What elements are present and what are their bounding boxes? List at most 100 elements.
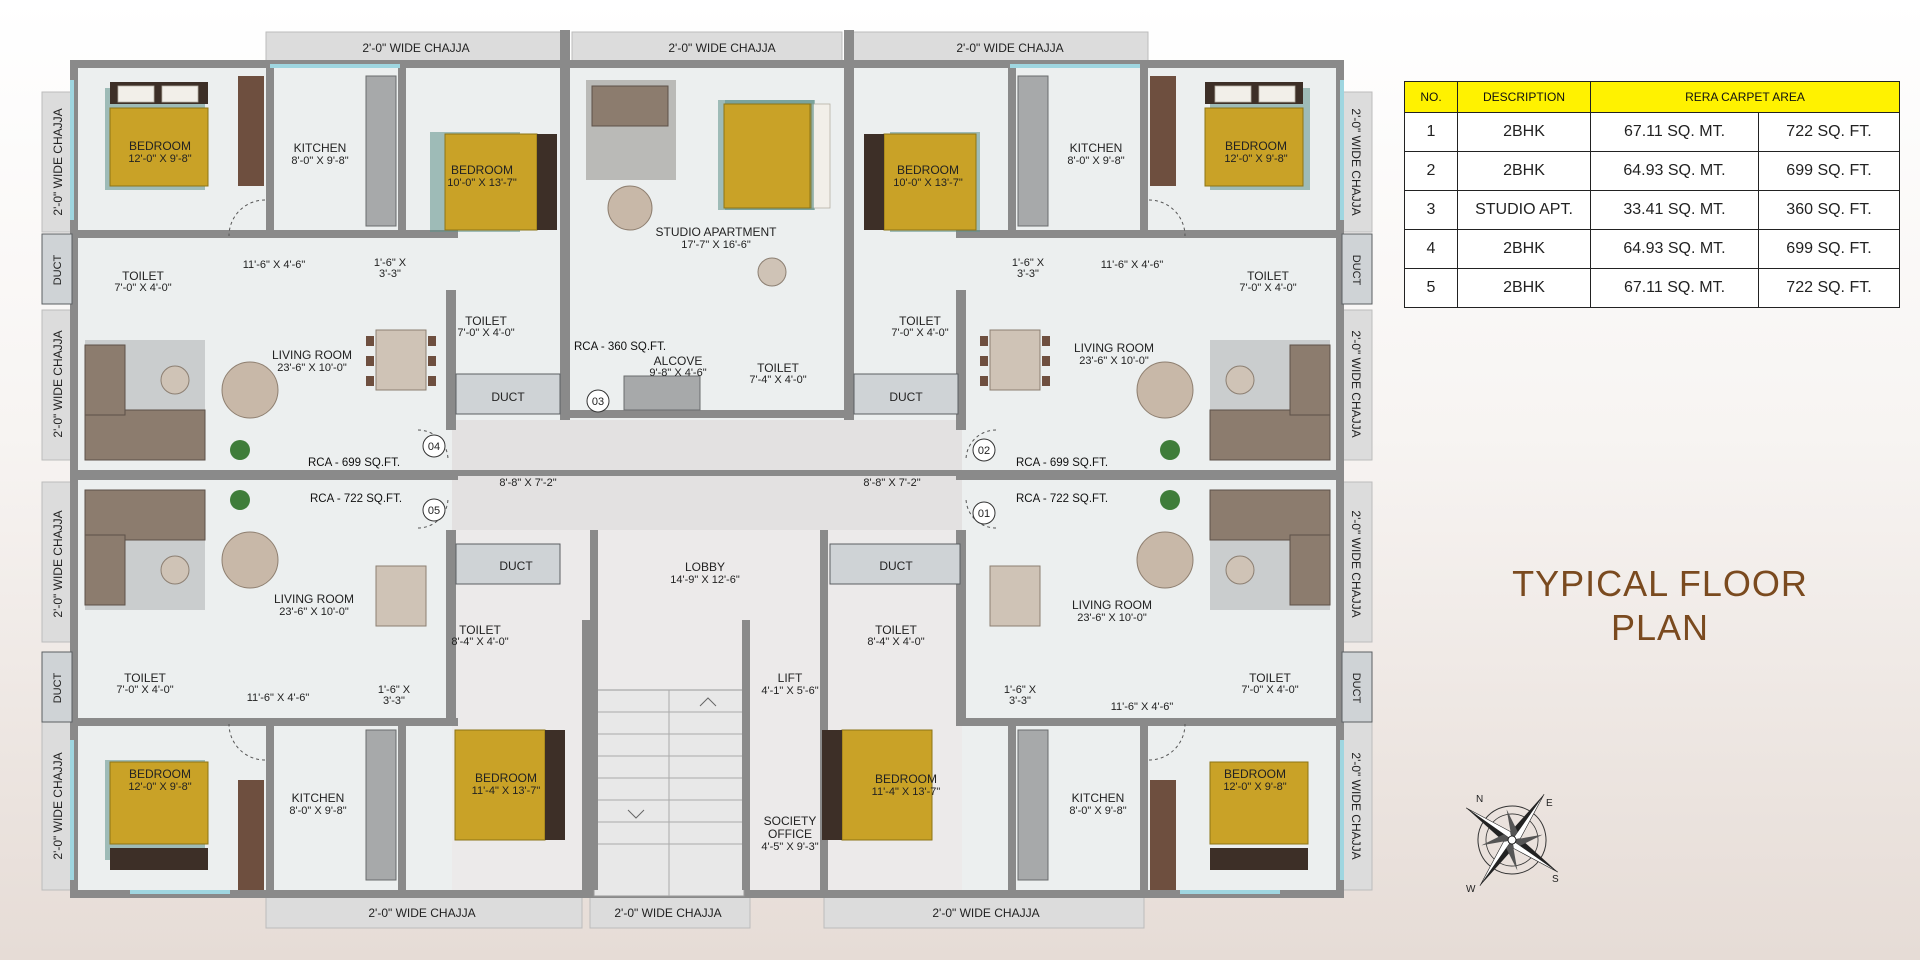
col-header-no: NO. bbox=[1404, 81, 1458, 113]
small-dim: 3'-3" bbox=[383, 695, 405, 707]
bedroom-dim: 12'-0" X 9'-8" bbox=[1223, 781, 1286, 793]
toilet-label: TOILET bbox=[757, 361, 799, 375]
unit-number: 04 bbox=[428, 441, 440, 453]
toilet-dim: 7'-0" X 4'-0" bbox=[457, 327, 514, 339]
unit-number: 03 bbox=[592, 396, 604, 408]
toilet-label: TOILET bbox=[899, 314, 941, 328]
cell-area-sqft: 722 SQ. FT. bbox=[1757, 112, 1901, 152]
stair-dim: 8'-8" X 7'-2" bbox=[499, 477, 556, 489]
chajja-label: 2'-0" WIDE CHAJJA bbox=[51, 330, 65, 437]
rca-label: RCA - 360 SQ.FT. bbox=[574, 341, 666, 353]
table-row: 4 2BHK 64.93 SQ. MT. 699 SQ. FT. bbox=[1404, 229, 1901, 269]
chajja-label: 2'-0" WIDE CHAJJA bbox=[1349, 330, 1363, 437]
cell-area-sqmt: 67.11 SQ. MT. bbox=[1590, 112, 1759, 152]
unit-number: 05 bbox=[428, 505, 440, 517]
col-header-description: DESCRIPTION bbox=[1457, 81, 1591, 113]
passage-dim: 11'-6" X 4'-6" bbox=[1101, 259, 1164, 271]
rca-label: RCA - 699 SQ.FT. bbox=[1016, 457, 1108, 469]
kitchen-label: KITCHEN bbox=[1070, 141, 1123, 155]
bedroom-dim: 11'-4" X 13'-7" bbox=[872, 786, 941, 798]
cell-area-sqmt: 67.11 SQ. MT. bbox=[1590, 268, 1759, 308]
cell-area-sqmt: 64.93 SQ. MT. bbox=[1590, 151, 1759, 191]
chajja-label: 2'-0" WIDE CHAJJA bbox=[1349, 510, 1363, 617]
chajja-label: 2'-0" WIDE CHAJJA bbox=[668, 41, 775, 55]
chajja-label: 2'-0" WIDE CHAJJA bbox=[614, 906, 721, 920]
bedroom-label: BEDROOM bbox=[875, 772, 937, 786]
kitchen-dim: 8'-0" X 9'-8" bbox=[1069, 805, 1126, 817]
toilet-label: TOILET bbox=[459, 623, 501, 637]
office-dim: 4'-5" X 9'-3" bbox=[761, 841, 818, 853]
internal-walls bbox=[78, 30, 1336, 890]
windows bbox=[70, 64, 1344, 894]
table-row: 3 STUDIO APT. 33.41 SQ. MT. 360 SQ. FT. bbox=[1404, 190, 1901, 230]
society-label: SOCIETY bbox=[764, 814, 817, 828]
kitchen-label: KITCHEN bbox=[292, 791, 345, 805]
duct-label: DUCT bbox=[491, 390, 525, 404]
chajja-label: 2'-0" WIDE CHAJJA bbox=[368, 906, 475, 920]
compass-e: E bbox=[1546, 798, 1553, 809]
rca-label: RCA - 699 SQ.FT. bbox=[308, 457, 400, 469]
passage-dim: 11'-6" X 4'-6" bbox=[1111, 701, 1174, 713]
toilet-dim: 7'-0" X 4'-0" bbox=[1239, 282, 1296, 294]
bedroom-label: BEDROOM bbox=[451, 163, 513, 177]
living-dim: 23'-6" X 10'-0" bbox=[1077, 612, 1147, 624]
door-swings bbox=[228, 199, 1186, 761]
cell-description: 2BHK bbox=[1457, 229, 1591, 269]
living-label: LIVING ROOM bbox=[274, 592, 354, 606]
chajja-label: 2'-0" WIDE CHAJJA bbox=[956, 41, 1063, 55]
stair-dim: 8'-8" X 7'-2" bbox=[863, 477, 920, 489]
duct-label: DUCT bbox=[1350, 255, 1362, 286]
toilet-dim: 8'-4" X 4'-0" bbox=[451, 636, 508, 648]
kitchen-dim: 8'-0" X 9'-8" bbox=[291, 155, 348, 167]
duct-label: DUCT bbox=[52, 672, 64, 703]
duct-label: DUCT bbox=[1350, 673, 1362, 704]
small-dim: 3'-3" bbox=[379, 268, 401, 280]
cell-area-sqmt: 64.93 SQ. MT. bbox=[1590, 229, 1759, 269]
living-label: LIVING ROOM bbox=[1074, 341, 1154, 355]
duct-label: DUCT bbox=[52, 254, 64, 285]
cell-no: 4 bbox=[1404, 229, 1458, 269]
table-row: 1 2BHK 67.11 SQ. MT. 722 SQ. FT. bbox=[1404, 112, 1901, 152]
unit-number: 01 bbox=[978, 508, 990, 520]
cell-area-sqmt: 33.41 SQ. MT. bbox=[1590, 190, 1759, 230]
table-row: 2 2BHK 64.93 SQ. MT. 699 SQ. FT. bbox=[1404, 151, 1901, 191]
kitchen-counters bbox=[238, 75, 1176, 890]
table-row: 5 2BHK 67.11 SQ. MT. 722 SQ. FT. bbox=[1404, 268, 1901, 308]
unit-markers bbox=[422, 389, 996, 525]
cell-no: 1 bbox=[1404, 112, 1458, 152]
toilet-dim: 7'-0" X 4'-0" bbox=[116, 684, 173, 696]
dining-tables bbox=[366, 329, 1050, 627]
room-labels: BEDROOM 12'-0" X 9'-8" KITCHEN 8'-0" X 9… bbox=[114, 139, 1298, 853]
kitchen-dim: 8'-0" X 9'-8" bbox=[1067, 155, 1124, 167]
living-furniture bbox=[84, 340, 1331, 610]
cell-area-sqft: 722 SQ. FT. bbox=[1757, 268, 1901, 308]
alcove-dim: 9'-8" X 4'-6" bbox=[649, 367, 706, 379]
kitchen-label: KITCHEN bbox=[1072, 791, 1125, 805]
living-label: LIVING ROOM bbox=[1072, 598, 1152, 612]
toilet-label: TOILET bbox=[122, 269, 164, 283]
duct-label: DUCT bbox=[889, 390, 923, 404]
toilet-label: TOILET bbox=[465, 314, 507, 328]
bedroom-label: BEDROOM bbox=[897, 163, 959, 177]
duct-label: DUCT bbox=[879, 559, 913, 573]
toilet-label: TOILET bbox=[124, 671, 166, 685]
toilet-dim: 8'-4" X 4'-0" bbox=[867, 636, 924, 648]
kitchen-label: KITCHEN bbox=[294, 141, 347, 155]
lobby-label: LOBBY bbox=[685, 560, 725, 574]
chajja-label: 2'-0" WIDE CHAJJA bbox=[1349, 752, 1363, 859]
compass-rose-icon: N E S W bbox=[1465, 793, 1559, 895]
duct-labels: DUCT DUCT DUCT DUCT DUCT DUCT DUCT DUCT bbox=[52, 254, 1362, 703]
cell-description: 2BHK bbox=[1457, 151, 1591, 191]
floor-plan: 2'-0" WIDE CHAJJA 2'-0" WIDE CHAJJA 2'-0… bbox=[41, 30, 1373, 929]
studio-furniture bbox=[586, 80, 814, 287]
unit-number-labels: 01 02 03 04 05 bbox=[428, 396, 990, 520]
living-dim: 23'-6" X 10'-0" bbox=[279, 606, 349, 618]
title-line-2: PLAN bbox=[1610, 607, 1710, 648]
chajja-label: 2'-0" WIDE CHAJJA bbox=[362, 41, 469, 55]
compass-n: N bbox=[1476, 794, 1483, 805]
chajja-label: 2'-0" WIDE CHAJJA bbox=[51, 510, 65, 617]
alcove-label: ALCOVE bbox=[654, 354, 703, 368]
table-header-row: NO. DESCRIPTION RERA CARPET AREA bbox=[1404, 81, 1900, 113]
cell-description: 2BHK bbox=[1457, 268, 1591, 308]
page-title: TYPICAL FLOOR PLAN bbox=[1500, 562, 1820, 650]
